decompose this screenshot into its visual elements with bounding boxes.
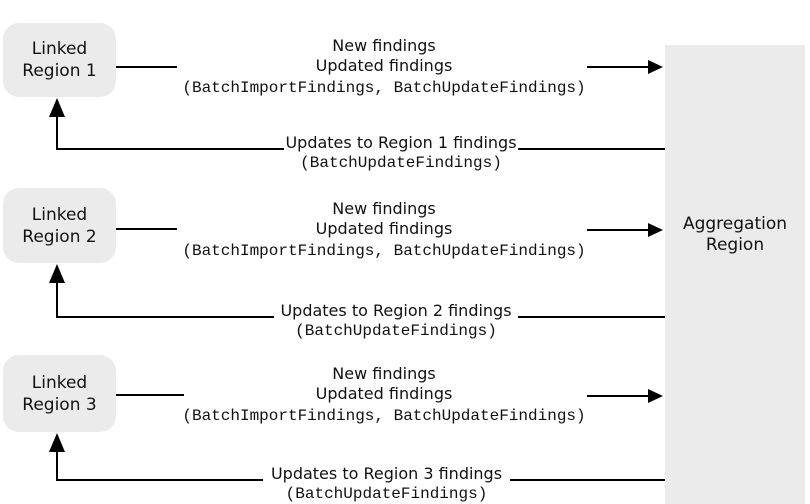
forward-flow-1-stub-line xyxy=(116,66,177,68)
forward-flow-1-arrow-line xyxy=(587,66,649,68)
return-flow-3-vertical-line xyxy=(56,450,58,481)
return-flow-2-line-left xyxy=(56,316,274,318)
forward-flow-3-api-label: (BatchImportFindings, BatchUpdateFinding… xyxy=(182,407,586,425)
aggregation-region-label-line2: Region xyxy=(705,235,765,255)
linked-region-3-label-line1: Linked xyxy=(31,372,88,393)
arrowhead-right-icon xyxy=(648,223,663,237)
arrowhead-up-icon xyxy=(49,264,65,283)
forward-flow-3-label: New findings Updated findings (BatchImpo… xyxy=(168,364,600,426)
forward-flow-2-line1: New findings xyxy=(332,199,436,218)
aggregation-region-box xyxy=(665,45,805,504)
linked-region-3-box: Linked Region 3 xyxy=(3,355,116,432)
linked-region-2-label-line1: Linked xyxy=(31,204,88,225)
aggregation-region-label: Aggregation Region xyxy=(665,214,805,256)
return-flow-1-line-right xyxy=(518,148,665,150)
arrowhead-right-icon xyxy=(648,389,663,403)
forward-flow-1-line2: Updated findings xyxy=(315,56,453,75)
forward-flow-3-stub-line xyxy=(116,394,184,396)
linked-region-2-label-line2: Region 2 xyxy=(22,226,97,247)
return-flow-3-line-left xyxy=(56,479,263,481)
linked-region-3-label-line2: Region 3 xyxy=(22,394,97,415)
return-flow-2-label: Updates to Region 2 findings xyxy=(280,301,512,320)
forward-flow-2-label: New findings Updated findings (BatchImpo… xyxy=(168,199,600,261)
forward-flow-2-arrow-line xyxy=(587,229,649,231)
forward-flow-3-line2: Updated findings xyxy=(315,384,453,403)
forward-flow-2-stub-line xyxy=(116,228,177,230)
return-flow-3-line-right xyxy=(510,479,665,481)
forward-flow-3-line1: New findings xyxy=(332,364,436,383)
return-flow-1-vertical-line xyxy=(56,115,58,150)
forward-flow-2-api-label: (BatchImportFindings, BatchUpdateFinding… xyxy=(182,242,586,260)
return-flow-2-line-right xyxy=(518,316,665,318)
linked-region-2-box: Linked Region 2 xyxy=(3,188,116,263)
forward-flow-2-line2: Updated findings xyxy=(315,219,453,238)
arrowhead-right-icon xyxy=(648,60,663,74)
aggregation-region-label-line1: Aggregation xyxy=(682,214,788,234)
return-flow-1-label: Updates to Region 1 findings xyxy=(285,133,517,152)
forward-flow-1-line1: New findings xyxy=(332,36,436,55)
arrowhead-up-icon xyxy=(49,98,65,117)
return-flow-2-api-label: (BatchUpdateFindings) xyxy=(295,322,497,340)
forward-flow-1-api-label: (BatchImportFindings, BatchUpdateFinding… xyxy=(182,79,586,97)
arrowhead-up-icon xyxy=(49,433,65,452)
linked-region-1-label-line1: Linked xyxy=(31,39,88,59)
return-flow-1-api-label: (BatchUpdateFindings) xyxy=(300,154,502,172)
return-flow-3-api-label: (BatchUpdateFindings) xyxy=(285,485,488,503)
linked-region-1-box: Linked Region 1 xyxy=(3,23,116,97)
forward-flow-1-label: New findings Updated findings (BatchImpo… xyxy=(168,36,600,98)
return-flow-1-line-left xyxy=(56,148,284,150)
linked-region-1-label-line2: Region 1 xyxy=(22,61,97,81)
return-flow-2-vertical-line xyxy=(56,281,58,318)
forward-flow-3-arrow-line xyxy=(587,395,649,397)
return-flow-3-label: Updates to Region 3 findings xyxy=(270,464,503,483)
